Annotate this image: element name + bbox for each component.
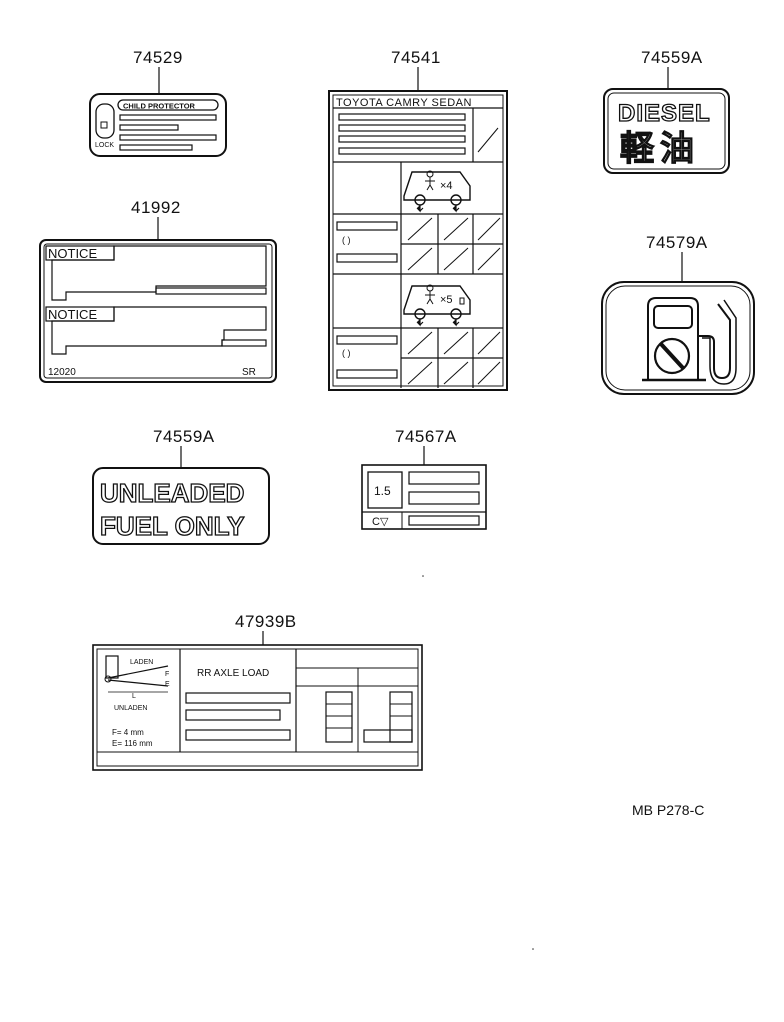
fuel-pump-icon [642, 297, 737, 385]
notice-text-2: NOTICE [48, 307, 97, 322]
child-protector-text: CHILD PROTECTOR [123, 102, 196, 111]
label-74559a-diesel: 74559A DIESEL 軽油 [603, 48, 730, 174]
notice-text-1: NOTICE [48, 246, 97, 261]
f-eq-text: F= 4 mm [112, 728, 144, 737]
dim-e: E [165, 681, 170, 688]
label-41992: 41992 NOTICE NOTICE 12020 SR [39, 198, 277, 383]
toyota-camry-text: TOYOTA CAMRY SEDAN [336, 97, 472, 109]
part-number-74559a-top: 74559A [641, 48, 703, 67]
diagram-reference: MB P278-C [632, 802, 704, 818]
e-eq-text: E= 116 mm [112, 739, 153, 748]
part-number-74529: 74529 [133, 48, 183, 67]
paren-text-2: ( ) [342, 348, 351, 358]
code-sr: SR [242, 367, 256, 378]
label-74559a-unleaded: 74559A UNLEADED FUEL ONLY [92, 427, 270, 545]
dim-l: L [132, 693, 136, 700]
laden-text: LADEN [130, 659, 153, 666]
value-15: 1.5 [374, 484, 391, 498]
diesel-text: DIESEL [618, 100, 711, 127]
part-number-74579a: 74579A [646, 233, 708, 252]
part-number-74567a: 74567A [395, 427, 457, 446]
cv-text: C▽ [372, 516, 389, 528]
label-74567a: 74567A 1.5 C▽ [361, 427, 487, 530]
code-12020: 12020 [48, 367, 76, 378]
fuel-only-text: FUEL ONLY [100, 511, 244, 541]
label-47939b: 47939B LADEN F E L UNLADEN F= 4 mm E= 11… [92, 612, 423, 771]
part-number-47939b: 47939B [235, 612, 297, 631]
unleaded-text: UNLEADED [100, 478, 244, 508]
label-74541: 74541 TOYOTA CAMRY SEDAN ×4 [328, 48, 508, 391]
paren-text-1: ( ) [342, 235, 351, 245]
rr-axle-load-text: RR AXLE LOAD [197, 668, 269, 679]
dim-f: F [165, 671, 169, 678]
x4-text: ×4 [440, 180, 453, 192]
lock-text: LOCK [95, 142, 114, 149]
label-74579a: 74579A [601, 233, 755, 395]
x5-text: ×5 [440, 294, 453, 306]
unladen-text: UNLADEN [114, 705, 147, 712]
part-number-74541: 74541 [391, 48, 441, 67]
label-74529: 74529 CHILD PROTECTOR LOCK [89, 48, 227, 157]
diesel-jp-text: 軽油 [620, 129, 700, 169]
part-number-74559a-mid: 74559A [153, 427, 215, 446]
part-number-41992: 41992 [131, 198, 181, 217]
